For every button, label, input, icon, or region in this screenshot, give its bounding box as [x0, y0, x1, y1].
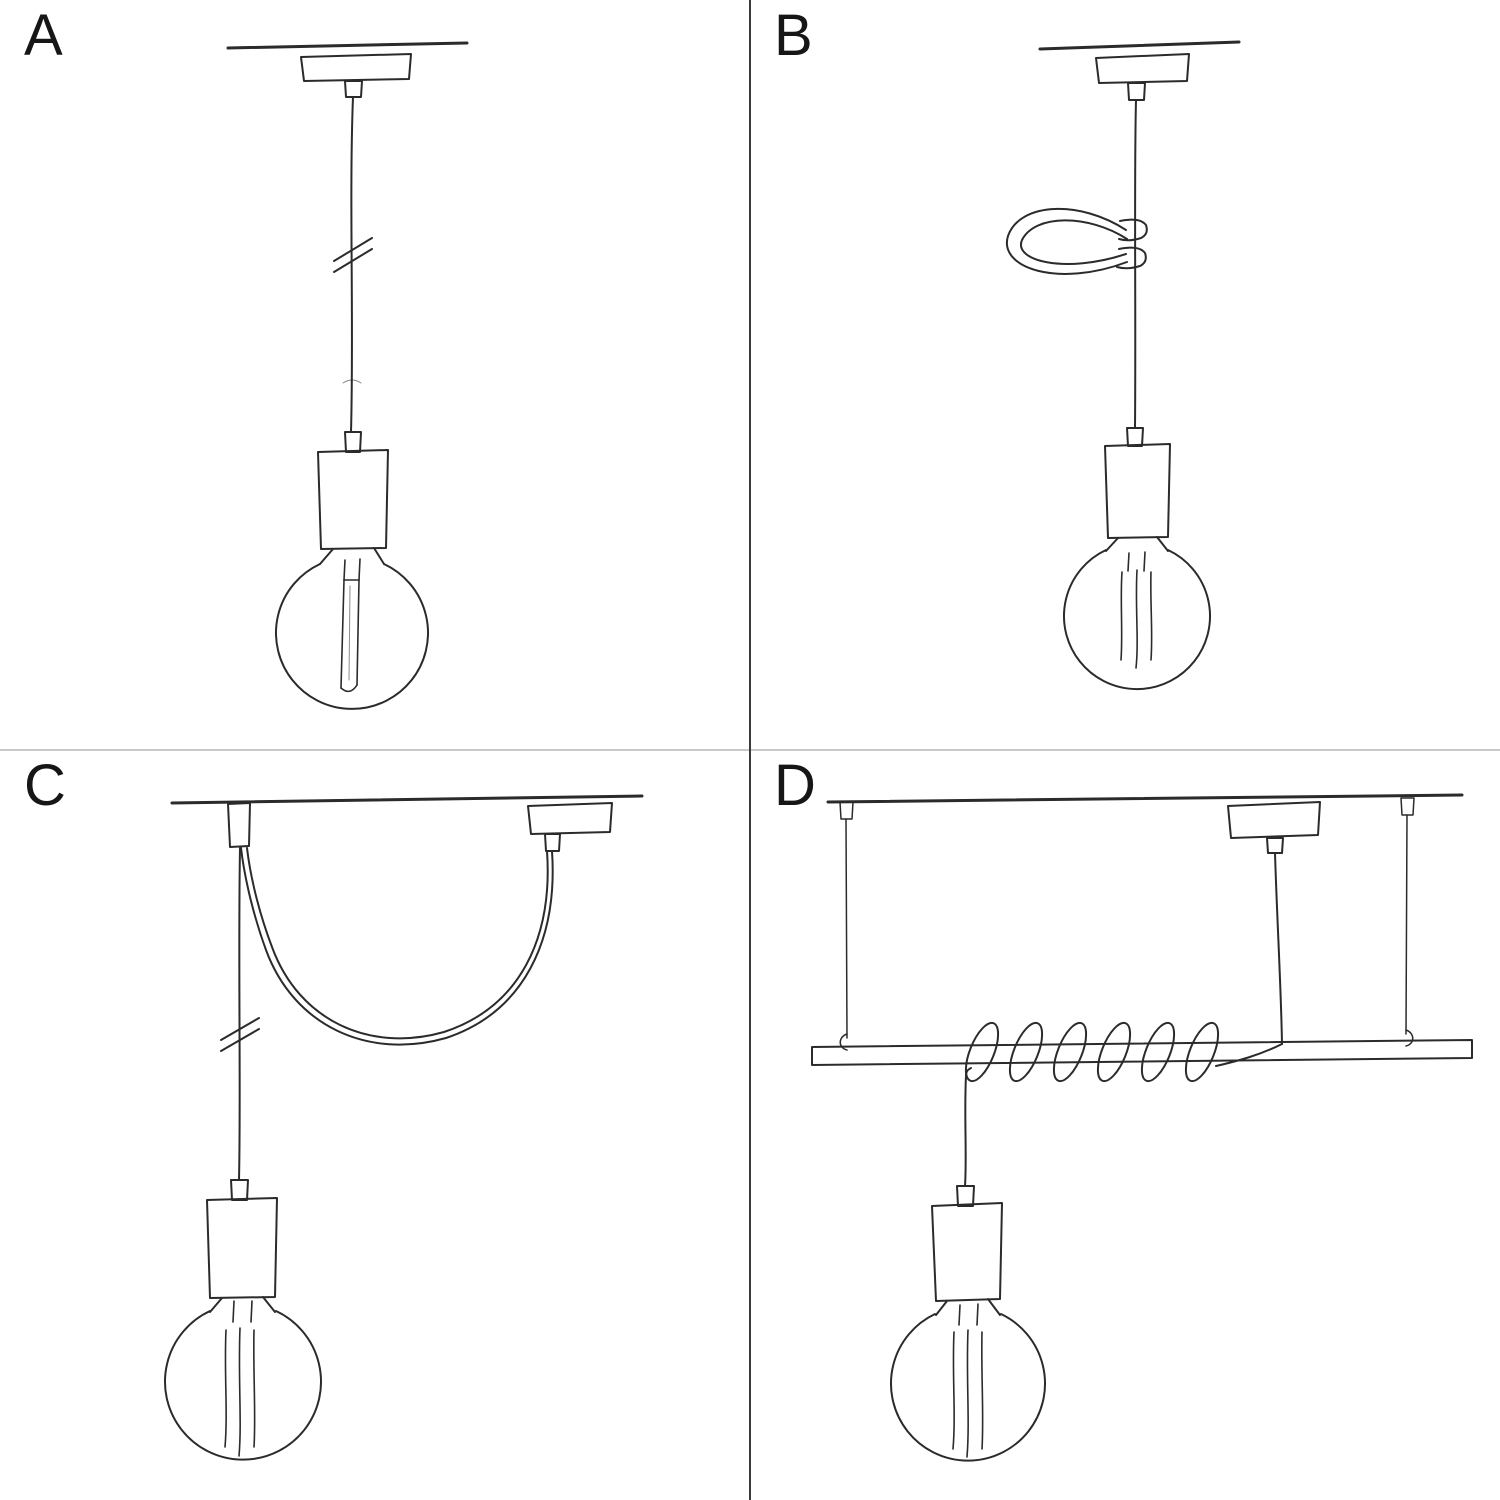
panel-b-label: B [774, 3, 814, 68]
sketch-pendant-with-cable-clip [1005, 40, 1241, 691]
light-bulb [164, 1310, 322, 1461]
pendant-cable [238, 847, 241, 1181]
ceiling-rose [1227, 801, 1321, 854]
cable-cut-marks [220, 1017, 260, 1052]
swag-cable [240, 847, 554, 1046]
panel-c-swag-pendant: C [0, 750, 750, 1500]
pendant-cable [964, 1075, 967, 1187]
wooden-bar [811, 1039, 1473, 1066]
panel-c-label: C [24, 753, 67, 818]
bulb-filament [340, 558, 361, 693]
rose-drop-cable [1274, 852, 1283, 1045]
sketch-swag-pendant [164, 794, 644, 1461]
panel-b-pendant-with-clip: B [750, 0, 1500, 750]
sketch-pendant-with-suspended-bar [811, 793, 1473, 1462]
suspension-wire-left [839, 801, 854, 1051]
ceiling-rose [527, 802, 613, 852]
vertical-divider [749, 0, 751, 1500]
lamp-holder [931, 1185, 1003, 1316]
cable-clip [1005, 207, 1148, 275]
lamp-holder [206, 1179, 278, 1313]
lamp-holder [1104, 427, 1171, 552]
sketch-straight-pendant [226, 41, 469, 710]
ceiling-rose [300, 53, 412, 98]
coiled-cable [964, 1021, 1283, 1083]
panel-a-label: A [24, 3, 64, 68]
ceiling-line [226, 41, 469, 50]
ceiling-line [170, 794, 644, 805]
ceiling-line [1038, 40, 1241, 51]
light-bulb [1063, 549, 1211, 691]
cable-cut-marks [333, 237, 373, 273]
bulb-filament [952, 1303, 984, 1458]
ceiling-rose [1095, 53, 1190, 101]
pendant-cable [1134, 99, 1137, 429]
lamp-holder [317, 431, 389, 565]
light-bulb [275, 563, 429, 710]
panel-d-bar-pendant: D [750, 750, 1500, 1500]
bulb-filament [1120, 551, 1153, 669]
panel-a-straight-pendant: A [0, 0, 750, 750]
suspension-wire-right [1400, 797, 1415, 1047]
bulb-filament [224, 1300, 256, 1457]
ceiling-line [826, 793, 1464, 804]
light-bulb [890, 1313, 1046, 1462]
swag-hook [227, 802, 251, 848]
panel-d-label: D [774, 753, 817, 818]
